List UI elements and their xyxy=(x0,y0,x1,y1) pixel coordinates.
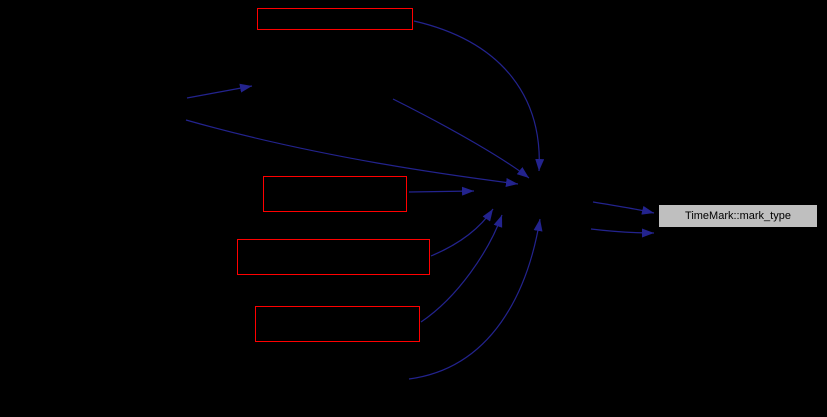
graph-edge xyxy=(408,186,475,196)
graph-edge xyxy=(392,98,530,179)
graph-node-middle[interactable] xyxy=(263,176,407,212)
graph-edge xyxy=(430,208,494,257)
graph-node-label: TimeMark::mark_type xyxy=(685,209,791,222)
graph-node-top[interactable] xyxy=(257,8,413,30)
graph-node-lower[interactable] xyxy=(237,239,430,275)
graph-edge xyxy=(413,20,545,172)
graph-node-timemark-mark-type[interactable]: TimeMark::mark_type xyxy=(659,205,817,227)
graph-edge xyxy=(186,83,253,99)
graph-edge xyxy=(185,119,519,187)
graph-node-bottom[interactable] xyxy=(255,306,420,342)
graph-edge xyxy=(592,201,655,215)
graph-edge xyxy=(420,214,503,323)
graph-edge xyxy=(590,228,655,238)
